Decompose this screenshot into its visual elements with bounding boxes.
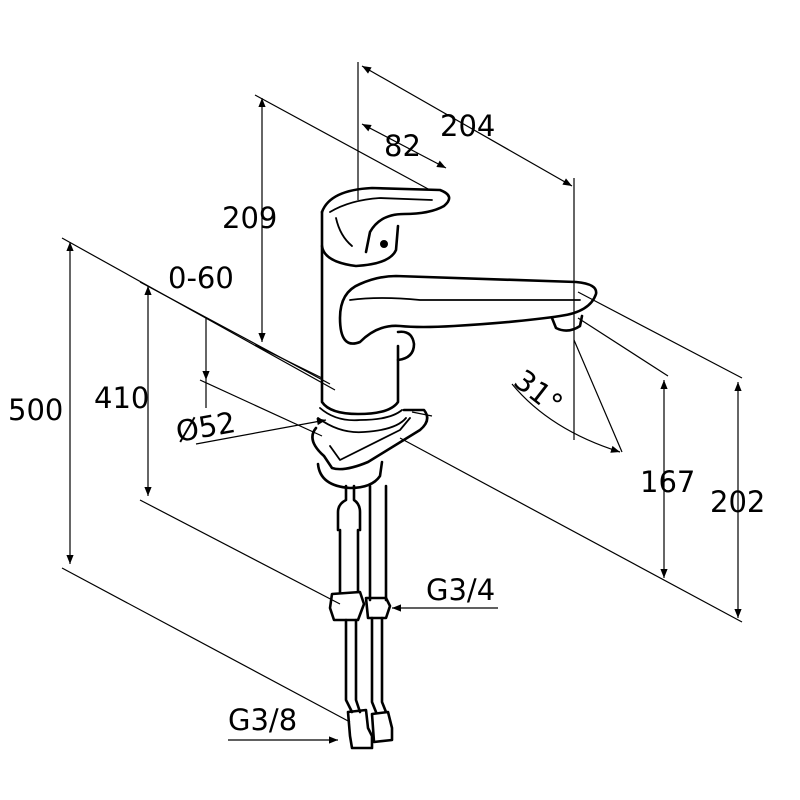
aerator <box>550 314 584 332</box>
supply-hose-right <box>368 484 388 602</box>
supply-hose-left <box>338 528 360 594</box>
label-0-60: 0-60 <box>168 261 234 295</box>
label-d52: Ø52 <box>173 405 238 449</box>
label-202: 202 <box>710 485 765 519</box>
label-31-deg: 31° <box>508 363 569 421</box>
faucet-outline <box>311 186 598 750</box>
g38-fitting-left <box>346 708 374 750</box>
dim-leader-d52 <box>195 418 327 445</box>
label-209: 209 <box>222 201 277 235</box>
base-plate <box>311 408 429 471</box>
label-167: 167 <box>640 465 695 499</box>
dimension-lines <box>66 65 742 744</box>
dim-line-82 <box>361 123 447 169</box>
label-g38: G3/8 <box>228 703 297 737</box>
g38-fitting-right <box>370 710 394 744</box>
spout <box>338 274 598 345</box>
extension-lines <box>61 62 743 723</box>
label-500: 500 <box>8 393 63 427</box>
handle-screw-icon <box>380 240 388 248</box>
faucet-body <box>320 244 400 416</box>
label-82: 82 <box>384 129 421 163</box>
label-204: 204 <box>440 109 495 143</box>
dim-arc-31 <box>511 383 621 453</box>
g34-nut <box>328 590 366 622</box>
label-g34: G3/4 <box>426 573 495 607</box>
dim-line-204 <box>361 65 573 187</box>
dimension-labels: 500 410 0-60 Ø52 209 204 82 31° 167 202 … <box>8 109 765 737</box>
lever-handle <box>320 186 451 254</box>
label-410: 410 <box>94 381 149 415</box>
